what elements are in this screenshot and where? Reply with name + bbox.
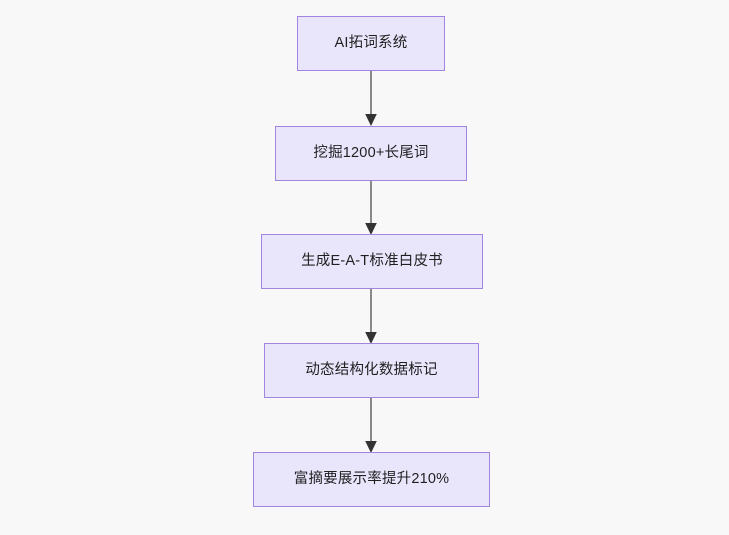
flow-edge-n3-n4	[358, 289, 384, 344]
flow-node-label: 生成E-A-T标准白皮书	[301, 252, 443, 269]
flow-edge-n2-n3	[358, 181, 384, 235]
flow-node-generate-eat-whitepaper[interactable]: 生成E-A-T标准白皮书	[261, 234, 483, 289]
flow-node-label: 动态结构化数据标记	[305, 361, 438, 378]
flow-edge-n1-n2	[358, 71, 384, 126]
flow-node-rich-snippet-impression-lift[interactable]: 富摘要展示率提升210%	[253, 452, 490, 507]
flow-node-label: AI拓词系统	[334, 34, 408, 51]
flow-node-label: 挖掘1200+长尾词	[313, 144, 429, 161]
flow-node-label: 富摘要展示率提升210%	[293, 470, 450, 487]
flow-node-dynamic-structured-data-markup[interactable]: 动态结构化数据标记	[264, 343, 479, 398]
flow-node-mine-longtail-keywords[interactable]: 挖掘1200+长尾词	[275, 126, 467, 181]
flow-node-ai-keyword-system[interactable]: AI拓词系统	[297, 16, 445, 71]
flow-edge-n4-n5	[358, 398, 384, 453]
down-arrow-icon	[365, 114, 377, 126]
